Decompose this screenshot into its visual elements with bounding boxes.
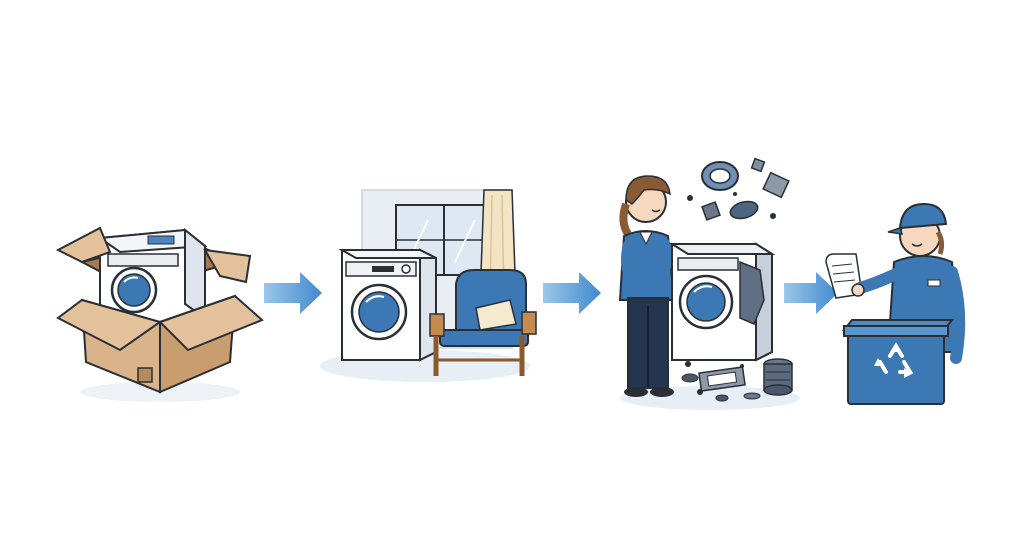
box-flap-back-right — [203, 248, 252, 284]
flying-parts-icon — [687, 157, 790, 221]
box-flap-right — [158, 294, 264, 352]
box-flap-left — [56, 298, 163, 352]
disassembled-washing-machine-icon — [668, 242, 776, 362]
recycling-bin-icon — [841, 319, 955, 405]
step-worker-recycling-parts — [825, 202, 966, 405]
cushion-icon — [475, 299, 517, 331]
armchair-icon — [429, 269, 537, 376]
arrow-step2-to-step3 — [543, 272, 601, 314]
step-new-washer-in-box — [55, 226, 264, 402]
box-flap-back-left — [55, 226, 112, 264]
washing-machine-icon — [338, 248, 437, 362]
washing-machine-icon — [97, 227, 208, 332]
scattered-parts-icon — [681, 358, 793, 402]
step-washer-in-use-at-home — [320, 189, 537, 382]
arrow-step1-to-step2 — [264, 272, 322, 314]
step-person-disassembling-washer — [618, 157, 800, 410]
arrow-step3-to-step4 — [784, 272, 838, 314]
cap-icon — [898, 202, 948, 230]
recycle-symbol-icon — [874, 342, 914, 378]
box-label — [137, 367, 153, 383]
